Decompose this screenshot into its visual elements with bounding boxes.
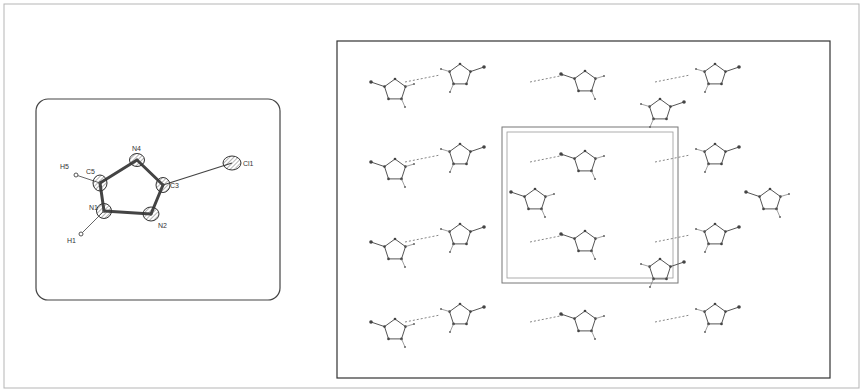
- atom-label: Cl1: [243, 160, 254, 168]
- atom-label: N4: [132, 145, 141, 153]
- atom-label: C5: [86, 168, 95, 176]
- atom-label: H5: [60, 163, 69, 171]
- atom-label: C3: [170, 182, 179, 190]
- atom-label: N2: [158, 222, 167, 230]
- atom-label: N1: [89, 204, 98, 212]
- atom-label: H1: [67, 237, 76, 245]
